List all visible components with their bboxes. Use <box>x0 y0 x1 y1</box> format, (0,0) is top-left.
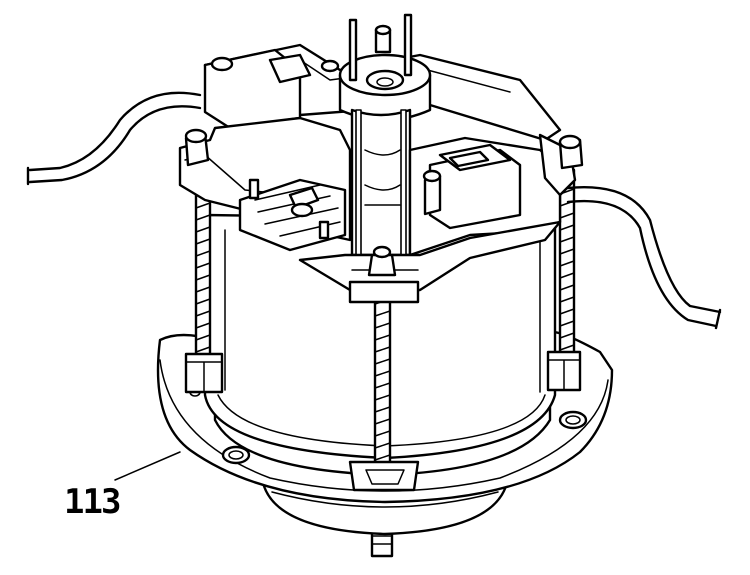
wires <box>26 91 722 330</box>
leader-line-113 <box>114 451 181 481</box>
flange-hole <box>558 410 588 430</box>
bottom-bracket <box>348 460 420 492</box>
callout-label-113: 113 <box>64 482 120 522</box>
flange-hole <box>221 445 251 465</box>
right-brush-holder <box>428 148 522 230</box>
flange-plate <box>156 330 614 504</box>
callout-113: 113 <box>64 451 181 522</box>
upper-bracket <box>178 13 584 304</box>
threaded-rods <box>184 148 582 492</box>
base-flange <box>156 330 614 558</box>
